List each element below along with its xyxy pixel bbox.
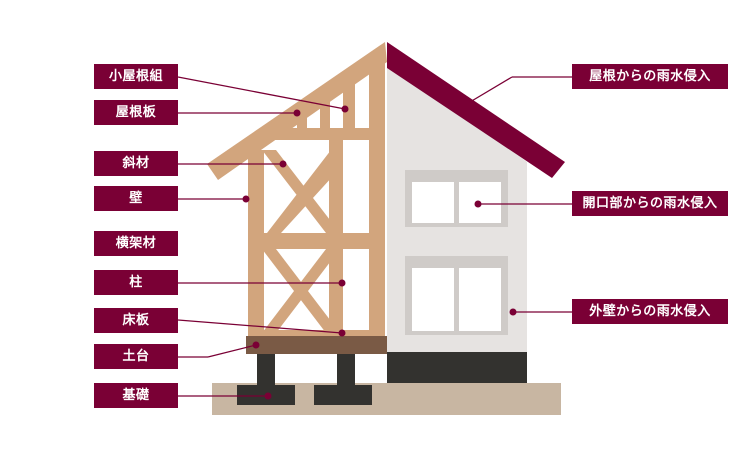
leader-dot bbox=[338, 329, 346, 337]
brace bbox=[267, 150, 343, 233]
foundation-wall bbox=[387, 352, 527, 383]
roof bbox=[387, 42, 565, 178]
label-floor-board: 床板 bbox=[94, 308, 178, 333]
roof-strut bbox=[343, 82, 355, 132]
window-pane bbox=[459, 268, 501, 331]
roof-strut bbox=[320, 98, 330, 132]
roof-strut bbox=[297, 112, 307, 132]
label-brace: 斜材 bbox=[94, 151, 178, 176]
horizontal-beam bbox=[248, 233, 385, 249]
foundation-pier bbox=[337, 354, 355, 394]
leader-line bbox=[207, 344, 257, 358]
label-exterior-wall-rain-intrusion: 外壁からの雨水侵入 bbox=[572, 299, 728, 324]
leader-dot bbox=[242, 195, 250, 203]
leader-line bbox=[177, 319, 343, 334]
label-sill: 土台 bbox=[94, 344, 178, 369]
window-pane bbox=[412, 182, 454, 223]
post-left bbox=[248, 150, 264, 352]
foundation-footing bbox=[314, 385, 372, 405]
leader-dot bbox=[341, 105, 349, 113]
collar-tie bbox=[262, 128, 385, 140]
leader-dot bbox=[279, 160, 287, 168]
floor-board bbox=[248, 330, 385, 336]
leader-dot bbox=[264, 392, 272, 400]
window-frame-lower bbox=[405, 256, 508, 266]
label-crossbeam: 横架材 bbox=[94, 231, 178, 256]
label-roof-rain-intrusion: 屋根からの雨水侵入 bbox=[572, 64, 728, 89]
window-pane bbox=[412, 268, 454, 331]
label-post: 柱 bbox=[94, 270, 178, 295]
brace bbox=[262, 249, 340, 333]
leader-dot bbox=[509, 308, 517, 316]
timber-frame bbox=[207, 42, 387, 352]
sill bbox=[246, 336, 387, 354]
label-roof-truss: 小屋根組 bbox=[94, 64, 178, 89]
label-roof-board: 屋根板 bbox=[94, 100, 178, 125]
label-opening-rain-intrusion: 開口部からの雨水侵入 bbox=[572, 191, 728, 216]
leader-dot bbox=[474, 200, 482, 208]
king-post bbox=[369, 62, 385, 352]
foundation-pier bbox=[257, 354, 275, 394]
leader-dot bbox=[293, 109, 301, 117]
label-foundation: 基礎 bbox=[94, 383, 178, 408]
window-frame-upper bbox=[405, 170, 508, 180]
leader-dot bbox=[338, 279, 346, 287]
label-wall: 壁 bbox=[94, 186, 178, 211]
leader-line bbox=[177, 76, 346, 110]
leader-line bbox=[469, 76, 513, 103]
leader-dot bbox=[252, 341, 260, 349]
